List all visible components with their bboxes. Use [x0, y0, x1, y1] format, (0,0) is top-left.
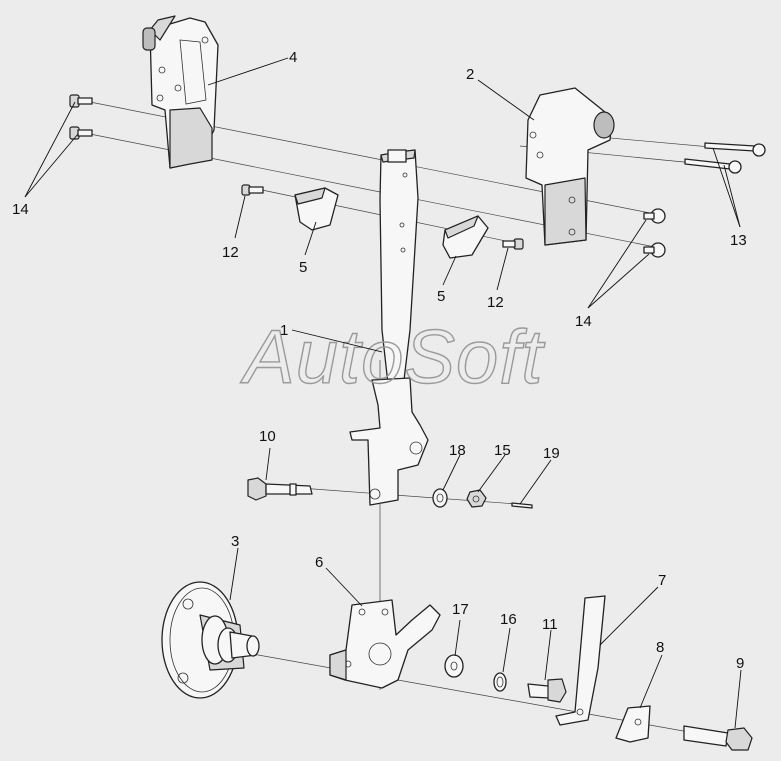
part-11-bolt	[527, 678, 567, 703]
part-7-strip	[555, 595, 606, 726]
part-12-screw-left	[241, 184, 264, 196]
callout-3: 3	[231, 533, 239, 550]
part-15-nut	[466, 489, 487, 508]
part-9-bolt	[683, 725, 753, 751]
part-1-column	[349, 149, 429, 506]
part-5-clamp-right	[442, 215, 489, 259]
part-12-screw-right	[502, 238, 524, 250]
callout-11: 11	[542, 616, 558, 633]
callout-15: 15	[494, 442, 511, 459]
part-16-ring	[493, 672, 507, 692]
part-13-bolts	[684, 142, 766, 174]
part-5-clamp-left	[294, 187, 339, 231]
callout-19: 19	[543, 445, 560, 462]
callout-9: 9	[736, 655, 744, 672]
callout-18: 18	[449, 442, 466, 459]
callout-labels: 4 2 14 13 12 5 5 12 14 1 10 18 15 19 3 6…	[12, 49, 747, 672]
callout-14-left: 14	[12, 201, 29, 218]
part-4-bracket	[142, 15, 219, 169]
leader-lines	[24, 57, 742, 729]
callout-4: 4	[289, 49, 297, 66]
callout-10: 10	[259, 428, 276, 445]
callout-6: 6	[315, 554, 323, 571]
part-17-washer	[444, 654, 464, 678]
callout-13: 13	[730, 232, 747, 249]
callout-17: 17	[452, 601, 469, 618]
callout-8: 8	[656, 639, 664, 656]
watermark-text: AutoSoft	[240, 315, 545, 400]
part-3-flange	[161, 581, 260, 699]
callout-14-right: 14	[575, 313, 592, 330]
part-2-bracket	[525, 87, 615, 246]
part-8-plate	[615, 705, 651, 743]
callout-2: 2	[466, 66, 474, 83]
part-14-screws-left	[69, 94, 93, 140]
part-18-washer	[432, 488, 448, 508]
callout-16: 16	[500, 611, 517, 628]
callout-1: 1	[280, 322, 288, 339]
part-19-pin	[511, 502, 533, 509]
part-10-bolt	[247, 477, 313, 501]
callout-5-left: 5	[299, 259, 307, 276]
part-14-screws-right	[643, 208, 666, 258]
callout-5-right: 5	[437, 288, 445, 305]
part-6-lever	[329, 599, 441, 689]
callout-12-left: 12	[222, 244, 239, 261]
callout-7: 7	[658, 572, 666, 589]
callout-12-right: 12	[487, 294, 504, 311]
